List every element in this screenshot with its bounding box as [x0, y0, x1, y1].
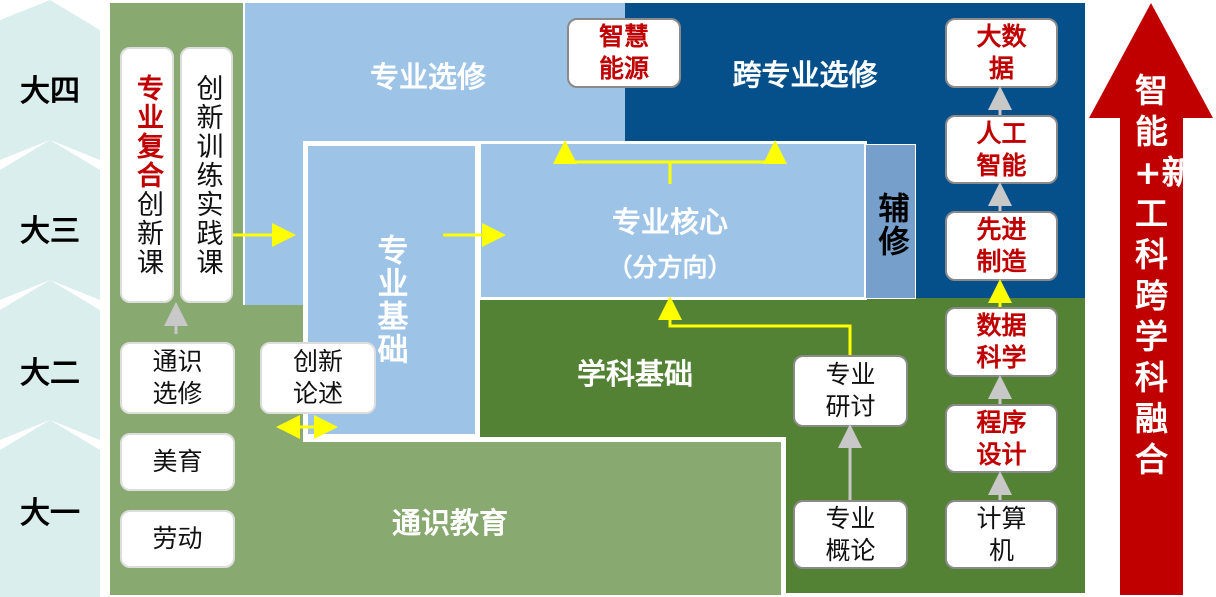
innovation-practice-course: 创新训练实践课 [180, 47, 233, 303]
minor-title: 辅修 [872, 192, 909, 258]
big-red-arrow [1089, 3, 1213, 595]
cross-major-elective-title: 跨专业选修 [732, 58, 878, 92]
minor-region [865, 144, 916, 299]
year-label-3: 大三 [20, 214, 80, 249]
ai-box: 人工智能 [945, 115, 1058, 184]
major-intro-box: 专业概论 [793, 500, 908, 569]
major-core-subtitle: （分方向） [607, 253, 733, 282]
year-label-4: 大四 [20, 74, 80, 109]
chevron-year3 [0, 140, 100, 300]
composite-label-rest: 创新课 [132, 189, 163, 277]
chevron-year2 [0, 280, 100, 440]
smart-energy-box: 智慧能源 [567, 18, 681, 88]
major-foundation-region [303, 141, 480, 439]
general-elective-box: 通识选修 [120, 342, 235, 414]
data-science-box: 数据科学 [945, 307, 1058, 377]
programming-box: 程序设计 [945, 404, 1058, 473]
innovation-essay-box: 创新论述 [260, 342, 376, 414]
major-foundation-title: 专业基础 [371, 234, 408, 366]
chevron-year4 [0, 0, 100, 160]
chevron-year1 [0, 420, 100, 597]
general-education-main [303, 437, 786, 595]
arrow-seminar-to-core [658, 296, 852, 355]
year-label-2: 大二 [20, 356, 80, 391]
discipline-foundation-title: 学科基础 [576, 357, 693, 391]
advanced-manufacturing-box: 先进制造 [945, 211, 1058, 281]
arrow-core-to-elective [553, 140, 672, 184]
side-arrow-label: 智能+新工科跨学科融合 [1134, 71, 1195, 479]
composite-label-red: 专业复合 [132, 73, 163, 190]
aesthetics-box: 美育 [120, 433, 235, 491]
arrow-core-to-cross [670, 140, 787, 164]
computer-box: 计算机 [945, 500, 1058, 569]
labor-box: 劳动 [120, 510, 235, 568]
general-education-title: 通识教育 [391, 506, 508, 540]
major-seminar-box: 专业研讨 [793, 355, 908, 427]
major-elective-title: 专业选修 [369, 60, 486, 94]
year-label-1: 大一 [20, 496, 80, 531]
major-core-title: 专业核心 [611, 205, 728, 239]
composite-innovation-course: 专业复合创新课 [120, 47, 174, 303]
